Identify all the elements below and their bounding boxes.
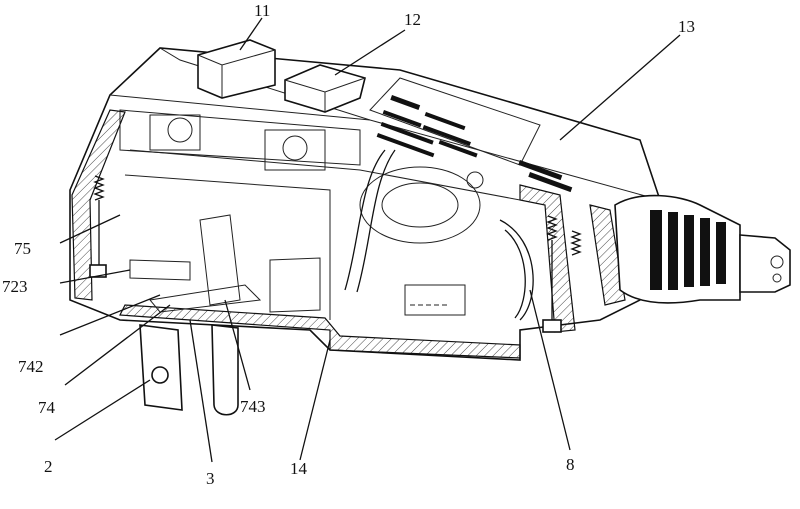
label-723: 723: [2, 277, 28, 296]
plug-housing: [69, 47, 661, 361]
button-12: [284, 64, 366, 113]
internal-mechanism: [89, 109, 582, 333]
plug-pin-2: [139, 324, 183, 411]
label-8: 8: [566, 455, 575, 474]
label-2: 2: [44, 457, 53, 476]
label-74: 74: [38, 398, 56, 417]
label-742: 742: [18, 357, 44, 376]
label-743: 743: [240, 397, 266, 416]
label-14: 14: [290, 459, 308, 478]
label-11: 11: [254, 1, 270, 20]
cable-gland: [614, 194, 791, 304]
label-13: 13: [678, 17, 695, 36]
label-75: 75: [14, 239, 31, 258]
leader-lines: [54, 17, 681, 463]
button-11: [197, 39, 276, 99]
label-12: 12: [404, 10, 421, 29]
label-3: 3: [206, 469, 215, 488]
label-panel-13: [369, 77, 573, 193]
plug-pin-3: [211, 324, 239, 416]
